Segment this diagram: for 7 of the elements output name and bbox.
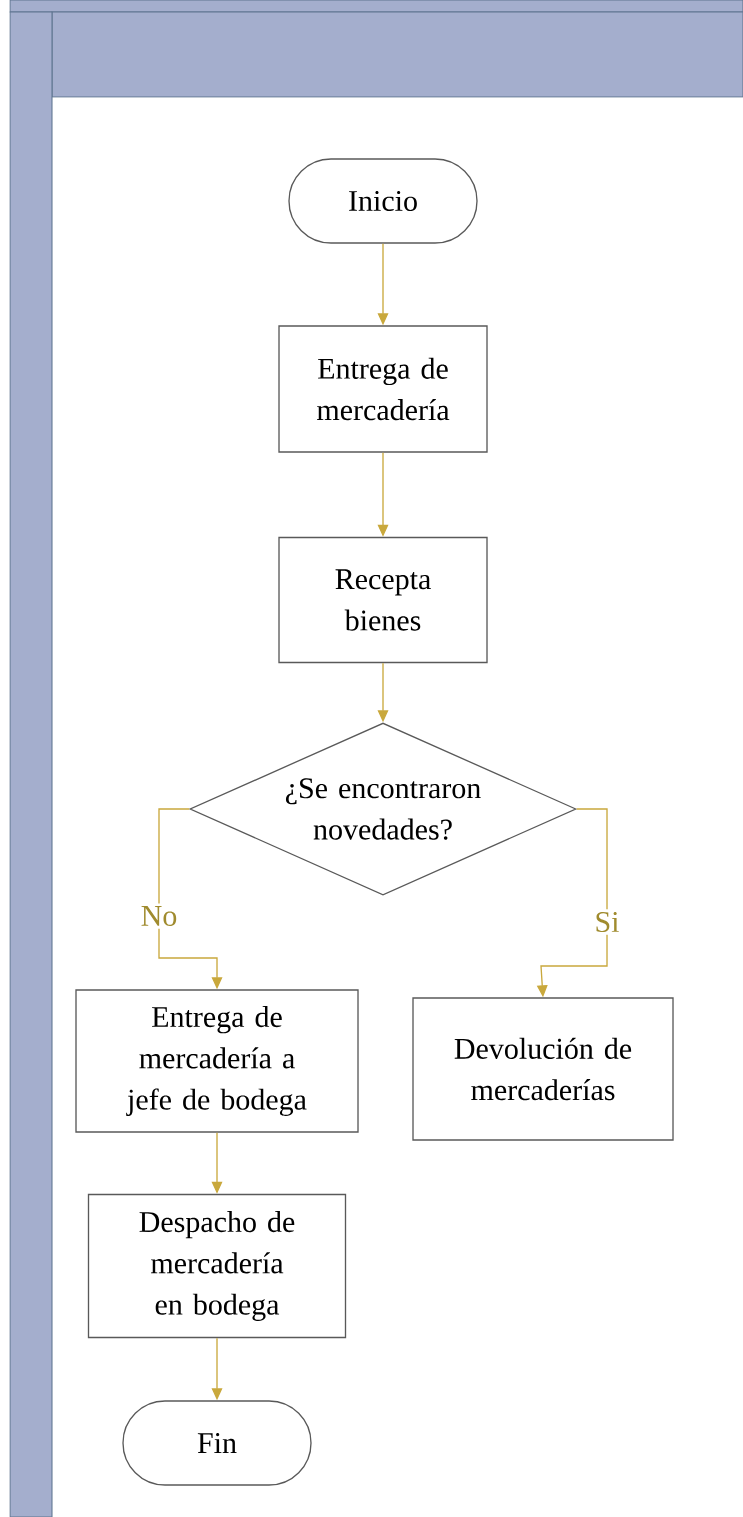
process-box: Devolución de mercaderías xyxy=(412,997,674,1141)
process-box: Recepta bienes xyxy=(278,536,488,664)
process-box: Entrega de mercadería xyxy=(278,325,488,453)
edge-label: No xyxy=(138,903,180,929)
edge-label: Si xyxy=(591,909,623,935)
process-box: Despacho de mercadería en bodega xyxy=(87,1193,347,1339)
process-box: Entrega de mercadería a jefe de bodega xyxy=(75,989,359,1133)
